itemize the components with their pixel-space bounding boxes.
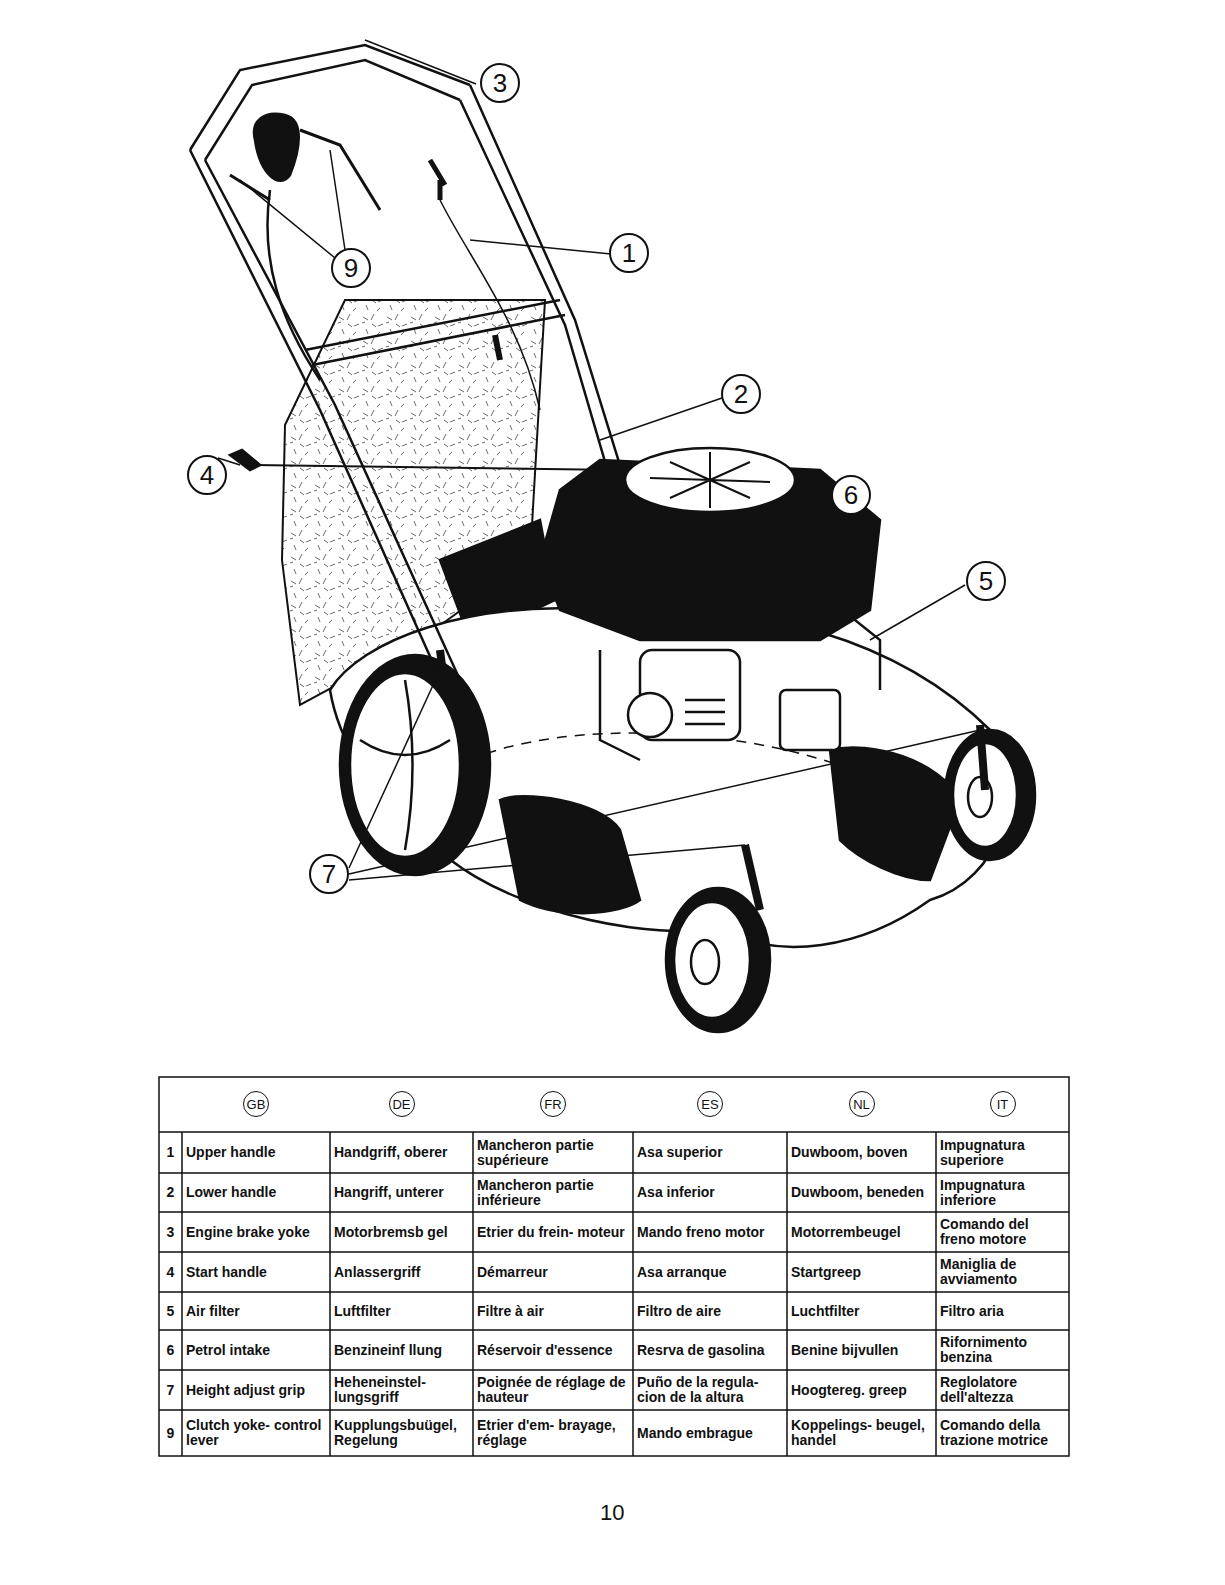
table-cell: Heheneinstel- lungsgriff bbox=[330, 1370, 473, 1410]
language-code: GB bbox=[243, 1091, 269, 1117]
table-cell: Mando freno motor bbox=[633, 1212, 787, 1252]
table-cell: Réservoir d'essence bbox=[473, 1330, 633, 1370]
table-cell: Luchtfilter bbox=[787, 1292, 936, 1330]
table-grid bbox=[159, 1077, 1069, 1456]
table-cell: Filtro de aire bbox=[633, 1292, 787, 1330]
table-cell: Puño de la regula- cion de la altura bbox=[633, 1370, 787, 1410]
table-cell: Motorbremsb gel bbox=[330, 1212, 473, 1252]
table-cell: Maniglia de avviamento bbox=[936, 1252, 1069, 1292]
row-number: 2 bbox=[159, 1173, 182, 1212]
table-cell: Impugnatura inferiore bbox=[936, 1173, 1069, 1212]
table-cell: Filtro aria bbox=[936, 1292, 1069, 1330]
table-cell: Comando della trazione motrice bbox=[936, 1410, 1069, 1456]
callout-number: 3 bbox=[480, 63, 520, 103]
table-cell: Luftfilter bbox=[330, 1292, 473, 1330]
table-cell: Height adjust grip bbox=[182, 1370, 330, 1410]
table-cell: Hangriff, unterer bbox=[330, 1173, 473, 1212]
callout-number: 4 bbox=[187, 455, 227, 495]
row-number: 7 bbox=[159, 1370, 182, 1410]
table-cell: Lower handle bbox=[182, 1173, 330, 1212]
language-code: NL bbox=[849, 1091, 875, 1117]
language-code: ES bbox=[697, 1091, 723, 1117]
table-cell: Engine brake yoke bbox=[182, 1212, 330, 1252]
row-number: 9 bbox=[159, 1410, 182, 1456]
table-cell: Duwboom, beneden bbox=[787, 1173, 936, 1212]
table-cell: Reglolatore dell'altezza bbox=[936, 1370, 1069, 1410]
language-code: FR bbox=[540, 1091, 566, 1117]
table-cell: Startgreep bbox=[787, 1252, 936, 1292]
row-number: 1 bbox=[159, 1132, 182, 1173]
table-cell: Impugnatura superiore bbox=[936, 1132, 1069, 1173]
table-cell: Handgriff, oberer bbox=[330, 1132, 473, 1173]
table-cell: Etrier du frein- moteur bbox=[473, 1212, 633, 1252]
table-cell: Asa superior bbox=[633, 1132, 787, 1173]
callout-number: 6 bbox=[831, 475, 871, 515]
callout-number: 5 bbox=[966, 561, 1006, 601]
table-cell: Clutch yoke- control lever bbox=[182, 1410, 330, 1456]
table-cell: Air filter bbox=[182, 1292, 330, 1330]
table-cell: Mancheron partie supérieure bbox=[473, 1132, 633, 1173]
table-cell: Poignée de réglage de hauteur bbox=[473, 1370, 633, 1410]
row-number: 6 bbox=[159, 1330, 182, 1370]
table-cell: Hoogtereg. greep bbox=[787, 1370, 936, 1410]
row-number: 4 bbox=[159, 1252, 182, 1292]
table-cell: Motorrembeugel bbox=[787, 1212, 936, 1252]
page-number: 10 bbox=[600, 1500, 624, 1526]
table-cell: Duwboom, boven bbox=[787, 1132, 936, 1173]
table-cell: Koppelings- beugel, handel bbox=[787, 1410, 936, 1456]
leader-lines bbox=[218, 40, 980, 880]
table-cell: Benine bijvullen bbox=[787, 1330, 936, 1370]
callout-number: 1 bbox=[609, 233, 649, 273]
table-cell: Mando embrague bbox=[633, 1410, 787, 1456]
callout-number: 9 bbox=[331, 248, 371, 288]
table-cell: Démarreur bbox=[473, 1252, 633, 1292]
table-cell: Asa arranque bbox=[633, 1252, 787, 1292]
table-cell: Petrol intake bbox=[182, 1330, 330, 1370]
mower-drawing bbox=[190, 45, 1035, 1032]
table-cell: Upper handle bbox=[182, 1132, 330, 1173]
callout-number: 2 bbox=[721, 374, 761, 414]
table-cell: Benzineinf llung bbox=[330, 1330, 473, 1370]
table-cell: Resrva de gasolina bbox=[633, 1330, 787, 1370]
table-cell: Kupplungsbuügel, Regelung bbox=[330, 1410, 473, 1456]
table-cell: Filtre à air bbox=[473, 1292, 633, 1330]
table-cell: Comando del freno motore bbox=[936, 1212, 1069, 1252]
row-number: 3 bbox=[159, 1212, 182, 1252]
language-code: DE bbox=[389, 1091, 415, 1117]
table-cell: Start handle bbox=[182, 1252, 330, 1292]
language-code: IT bbox=[990, 1091, 1016, 1117]
table-cell: Asa inferior bbox=[633, 1173, 787, 1212]
table-cell: Mancheron partie inférieure bbox=[473, 1173, 633, 1212]
row-number: 5 bbox=[159, 1292, 182, 1330]
table-cell: Anlassergriff bbox=[330, 1252, 473, 1292]
callout-number: 7 bbox=[309, 854, 349, 894]
table-cell: Etrier d'em- brayage, réglage bbox=[473, 1410, 633, 1456]
table-cell: Rifornimento benzina bbox=[936, 1330, 1069, 1370]
